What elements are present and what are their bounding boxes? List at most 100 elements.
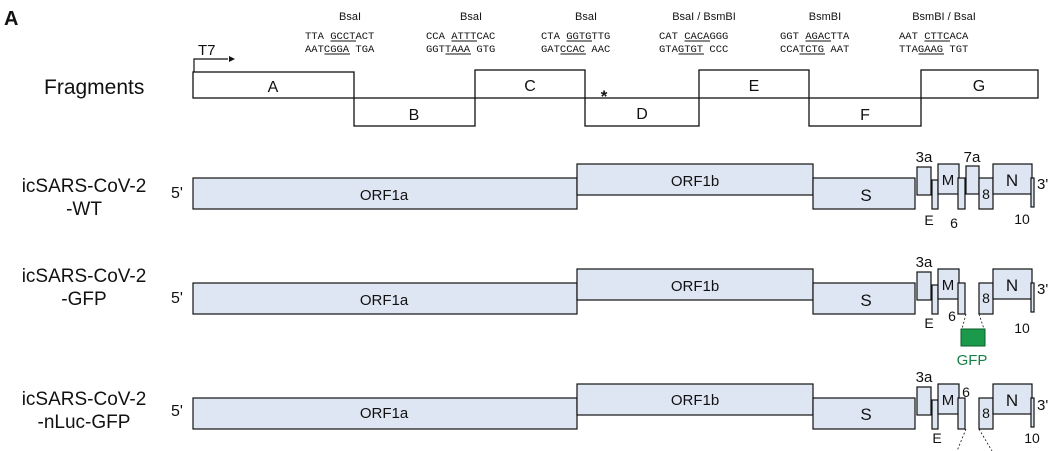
construct-wt: icSARS-CoV-2 -WT 5' ORF1a ORF1b S 3a E M… xyxy=(22,149,1049,231)
orf1b-label: ORF1b xyxy=(671,278,719,295)
n-box xyxy=(992,268,1033,300)
construct-gfp: icSARS-CoV-2 -GFP 5' ORF1a ORF1b S 3a E … xyxy=(22,254,1049,369)
t7-label: T7 xyxy=(198,42,216,59)
orf1b-box xyxy=(576,163,814,196)
m-label: M xyxy=(942,172,955,189)
fragment-a-label: A xyxy=(268,79,279,96)
junction-2-bottom-seq: GGTTAAA GTG xyxy=(426,44,495,56)
fragment-e-label: E xyxy=(749,78,760,95)
orf8-label: 8 xyxy=(982,186,990,202)
panel-label: A xyxy=(4,8,18,30)
e-box xyxy=(931,284,939,315)
fragment-c-label: C xyxy=(524,78,536,95)
construct-wt-name-line2: -WT xyxy=(66,199,102,220)
orf10-label: 10 xyxy=(1024,430,1040,446)
fragment-d-label: D xyxy=(636,106,648,123)
junction-asterisk: * xyxy=(601,87,608,106)
n-box xyxy=(992,163,1033,195)
junction-2-top-seq: CCA ATTTCAC xyxy=(426,31,495,43)
t7-arrow-head xyxy=(229,56,235,62)
junction-6-enzyme: BsmBI / BsaI xyxy=(912,11,976,23)
fragment-f xyxy=(808,97,922,127)
junction-2: BsaI CCA ATTTCAC GGTTAAA GTG xyxy=(426,11,495,56)
orf6-box xyxy=(957,282,966,315)
fragments-label: Fragments xyxy=(44,76,144,99)
gfp-insert-guide-right xyxy=(978,313,985,330)
orf6-label: 6 xyxy=(962,384,970,400)
t7-arrow-line xyxy=(193,58,228,72)
nluc-gfp-insert-guide-right xyxy=(978,428,993,451)
orf10-label: 10 xyxy=(1014,211,1030,227)
n-label: N xyxy=(1006,276,1018,295)
orf1a-box xyxy=(192,177,578,210)
three-prime-label: 3' xyxy=(1037,176,1048,193)
orf7a-label: 7a xyxy=(964,149,981,166)
nluc-gfp-insert-guide-left xyxy=(956,428,967,451)
junction-3-enzyme: BsaI xyxy=(575,11,597,23)
orf1a-label: ORF1a xyxy=(360,405,409,422)
fragment-a xyxy=(192,71,355,99)
five-prime-label: 5' xyxy=(171,290,183,307)
fragment-e xyxy=(698,69,810,99)
n-label: N xyxy=(1006,171,1018,190)
orf1a-label: ORF1a xyxy=(360,187,409,204)
five-prime-label: 5' xyxy=(171,403,183,420)
junction-4-enzyme: BsaI / BsmBI xyxy=(672,11,736,23)
construct-gfp-name-line1: icSARS-CoV-2 xyxy=(22,266,147,287)
junction-1-top-seq: TTA GCCTACT xyxy=(305,31,374,43)
s-label: S xyxy=(860,405,871,424)
fragment-f-label: F xyxy=(860,107,870,124)
orf6-label: 6 xyxy=(948,308,956,324)
orf3a-label: 3a xyxy=(916,254,933,271)
fragment-b-label: B xyxy=(409,107,420,124)
gfp-insert-guide-left xyxy=(961,313,967,330)
junction-5-top-seq: GGT AGACTTA xyxy=(780,31,850,43)
orf8-label: 8 xyxy=(982,405,990,421)
gfp-insert-label: GFP xyxy=(957,352,988,369)
construct-nluc-gfp-name-line2: -nLuc-GFP xyxy=(38,412,131,433)
orf3a-box xyxy=(916,271,932,301)
three-prime-label: 3' xyxy=(1037,397,1048,414)
five-prime-label: 5' xyxy=(171,185,183,202)
junction-4-bottom-seq: GTAGTGT CCC xyxy=(659,44,728,56)
orf1b-label: ORF1b xyxy=(671,392,719,409)
junction-1-enzyme: BsaI xyxy=(339,11,361,23)
construct-nluc-gfp-name-line1: icSARS-CoV-2 xyxy=(22,389,147,410)
orf3a-box xyxy=(916,166,932,196)
junction-3: BsaI CTA GGTGTTG GATCCAC AAC xyxy=(541,11,610,56)
orf1b-label: ORF1b xyxy=(671,173,719,190)
n-label: N xyxy=(1006,391,1018,410)
junction-5-bottom-seq: CCATCTG AAT xyxy=(780,44,849,56)
gfp-insert-box xyxy=(960,328,986,347)
orf3a-label: 3a xyxy=(916,149,933,166)
s-label: S xyxy=(860,291,871,310)
fragment-b xyxy=(353,97,476,127)
orf1a-label: ORF1a xyxy=(360,292,409,309)
e-box xyxy=(931,179,939,210)
orf6-box xyxy=(957,177,966,210)
three-prime-label: 3' xyxy=(1037,281,1048,298)
junction-1-bottom-seq: AATCGGA TGA xyxy=(305,44,375,56)
fragment-g xyxy=(920,69,1039,99)
junction-3-bottom-seq: GATCCAC AAC xyxy=(541,44,610,56)
junction-6-top-seq: AAT CTTCACA xyxy=(899,31,969,43)
orf8-label: 8 xyxy=(982,290,990,306)
junction-5: BsmBI GGT AGACTTA CCATCTG AAT xyxy=(780,11,850,56)
orf10-box xyxy=(1030,397,1035,428)
orf10-box xyxy=(1030,177,1035,208)
junction-6: BsmBI / BsaI AAT CTTCACA TTAGAAG TGT xyxy=(899,11,976,56)
junction-1: BsaI TTA GCCTACT AATCGGA TGA xyxy=(305,11,375,56)
fragment-map: A B C D * E F G xyxy=(192,69,1039,127)
e-label: E xyxy=(924,212,933,228)
fragment-c xyxy=(474,69,586,99)
e-box xyxy=(931,399,939,430)
fragment-d xyxy=(584,97,700,127)
construct-gfp-name-line2: -GFP xyxy=(61,289,106,310)
e-label: E xyxy=(924,315,933,331)
t7-promoter: T7 xyxy=(193,42,235,72)
m-label: M xyxy=(942,392,955,409)
junction-6-bottom-seq: TTAGAAG TGT xyxy=(899,44,968,56)
orf10-box xyxy=(1030,282,1035,313)
fragment-g-label: G xyxy=(973,78,985,95)
m-label: M xyxy=(942,277,955,294)
